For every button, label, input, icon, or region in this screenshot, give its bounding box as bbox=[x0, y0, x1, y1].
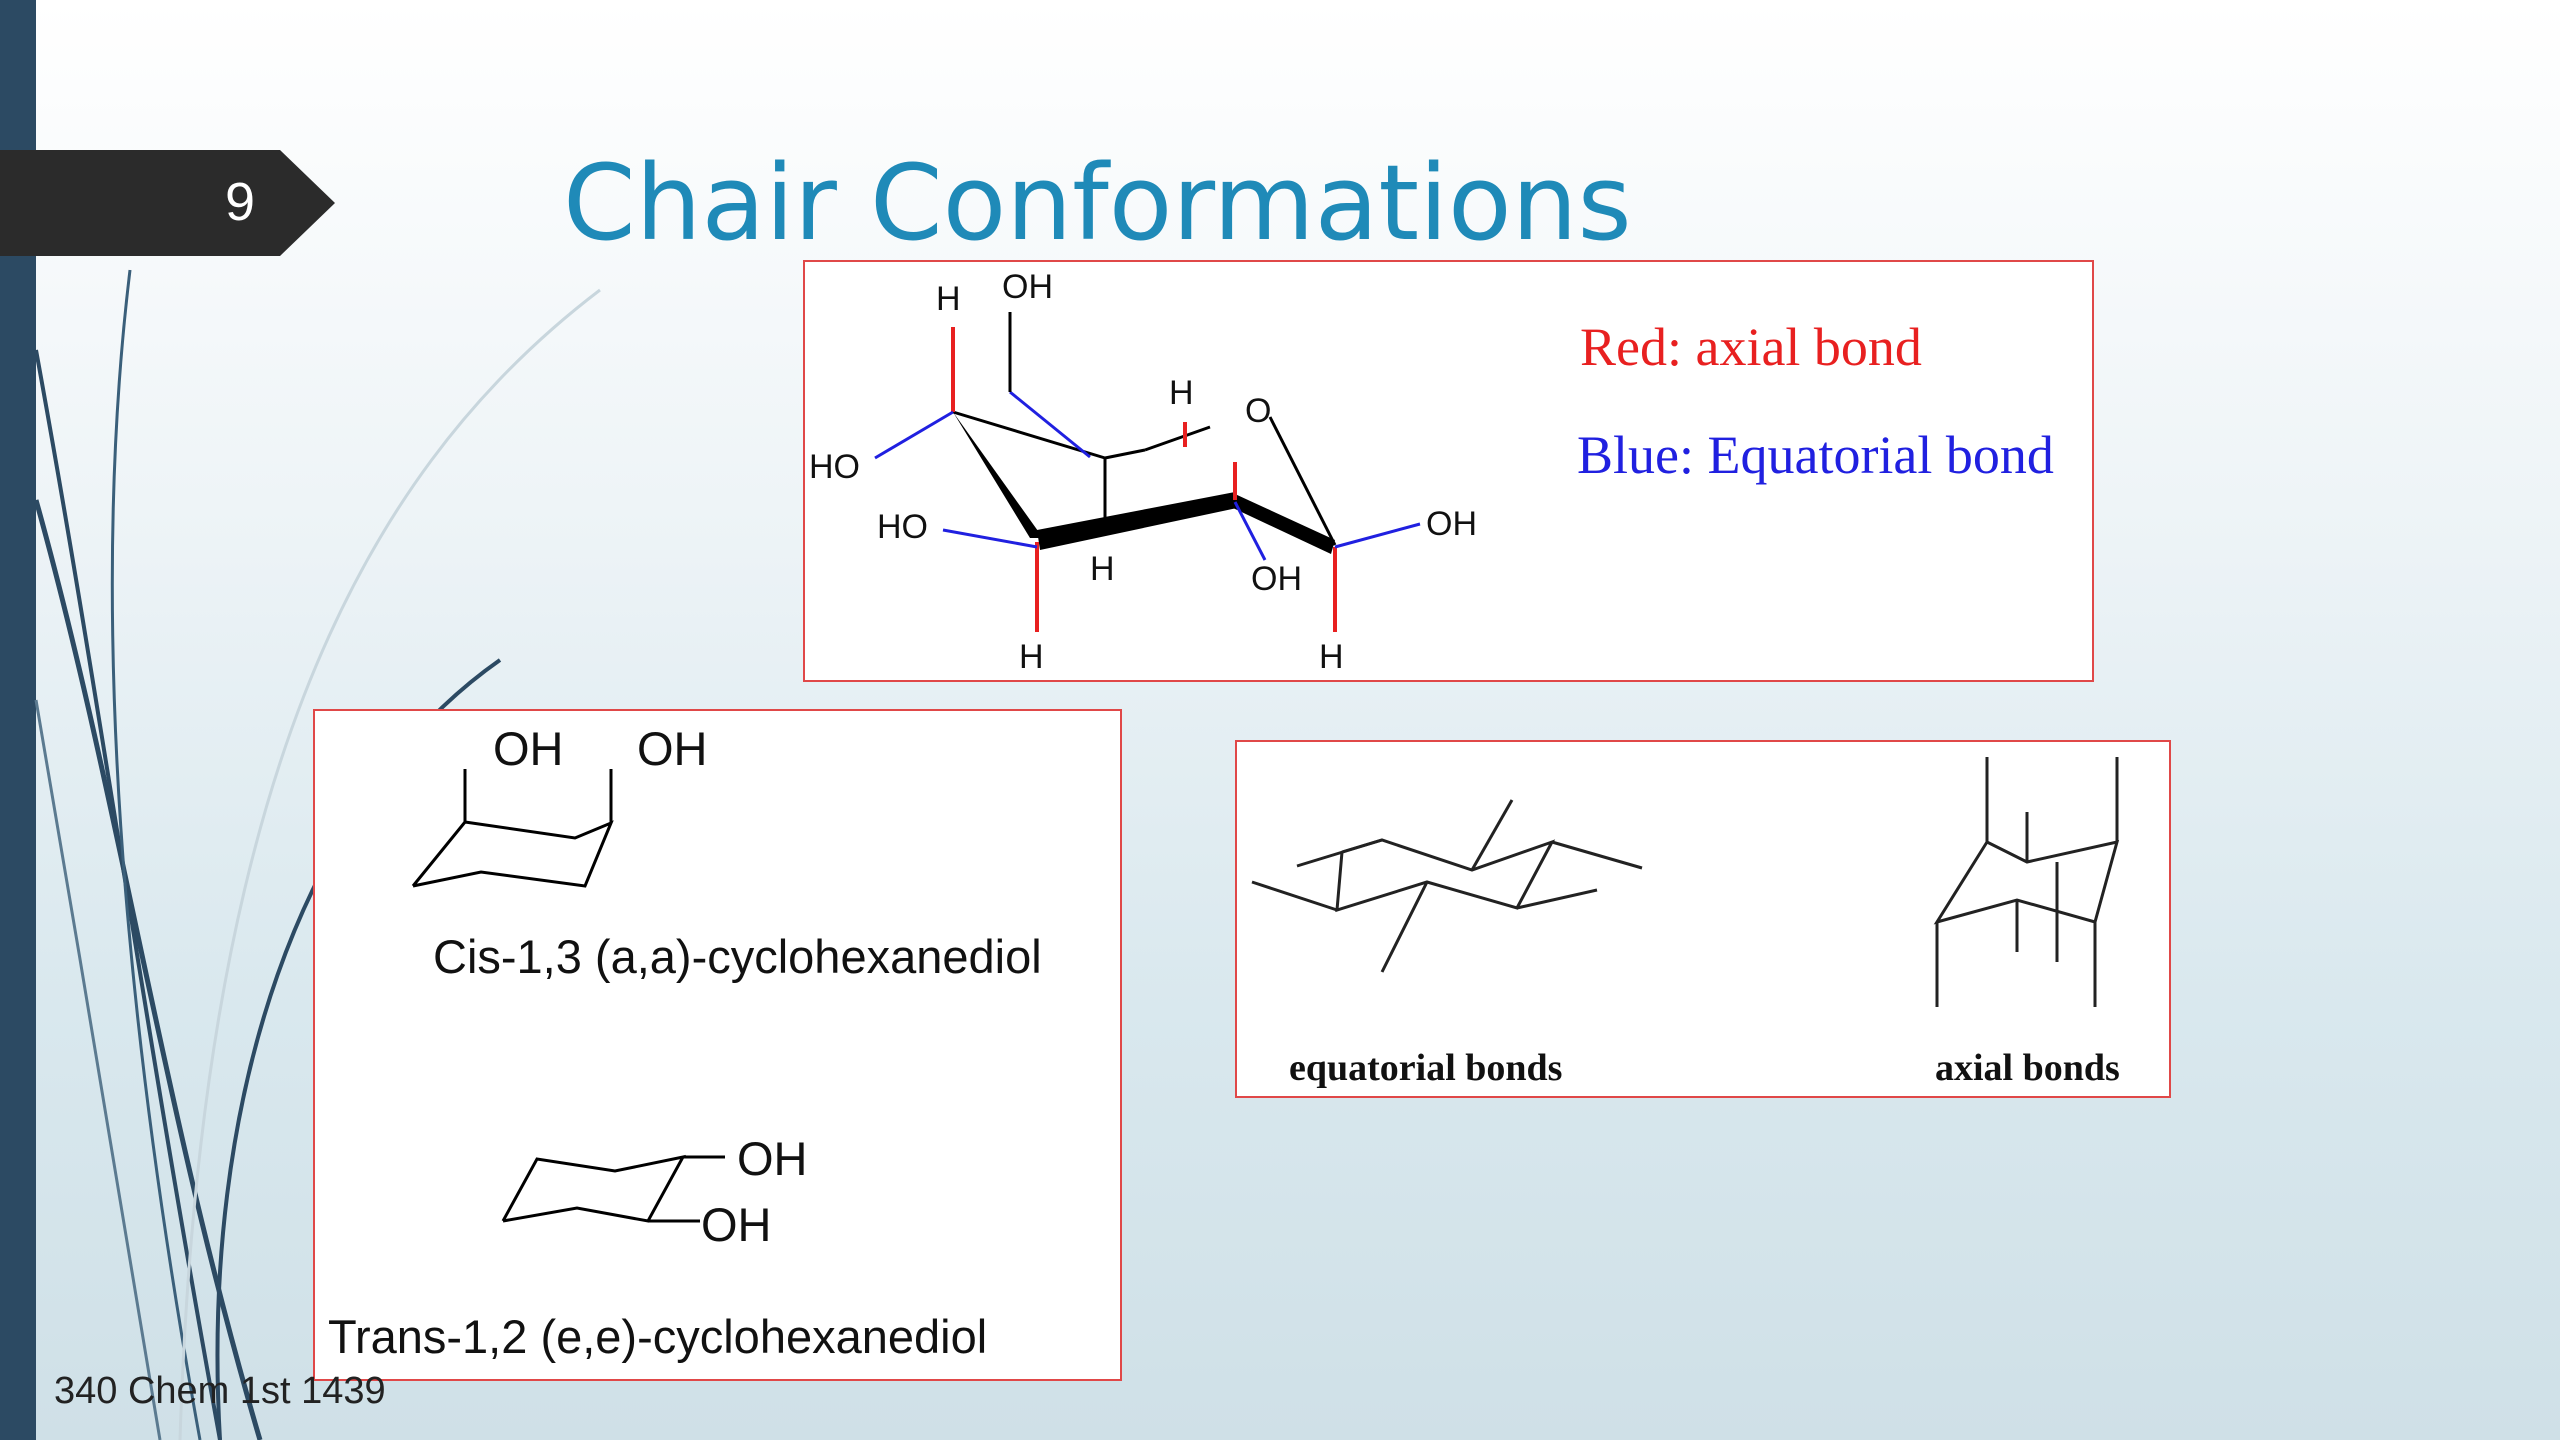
slide-footer: 340 Chem 1st 1439 bbox=[54, 1370, 386, 1412]
atom-o-ring: O bbox=[1245, 392, 1272, 430]
atom-oh-top: OH bbox=[1002, 268, 1053, 306]
cyclohexanediol-chairs-redrawn bbox=[315, 711, 1120, 1379]
atom-ho-left: HO bbox=[809, 448, 860, 486]
atom-ho-left2: HO bbox=[877, 508, 928, 546]
atom-h-bottom-left: H bbox=[1019, 638, 1044, 676]
glucose-chair-structure bbox=[874, 312, 1421, 632]
equatorial-bonds-label: equatorial bonds bbox=[1289, 1047, 1563, 1089]
atom-oh-bottom: OH bbox=[1251, 560, 1302, 598]
atom-h-bottom-right: H bbox=[1319, 638, 1344, 676]
cis-caption: Cis-1,3 (a,a)-cyclohexanediol bbox=[433, 930, 1042, 983]
bond-types-panel: equatorial bonds axial bonds bbox=[1235, 740, 2171, 1098]
axial-bonds-label: axial bonds bbox=[1935, 1047, 2120, 1089]
atom-h-mid: H bbox=[1169, 374, 1194, 412]
legend-equatorial: Blue: Equatorial bond bbox=[1577, 425, 2054, 485]
atom-h-top: H bbox=[936, 280, 961, 318]
trans-caption: Trans-1,2 (e,e)-cyclohexanediol bbox=[328, 1310, 988, 1363]
cyclohexanediol-panel: OH OH Cis-1,3 (a,a)-cyclohexanediol OH O… bbox=[313, 709, 1122, 1381]
atom-oh-right: OH bbox=[1426, 505, 1477, 543]
glucose-chair-panel: H OH H O HO HO OH H OH H H Red: axial bo… bbox=[803, 260, 2094, 682]
trans-oh-1: OH bbox=[737, 1132, 808, 1185]
atom-h-bottom-mid: H bbox=[1090, 550, 1115, 588]
legend-axial: Red: axial bond bbox=[1580, 317, 1922, 377]
bond-types-diagrams bbox=[1251, 757, 2120, 1007]
cis-oh-1: OH bbox=[493, 722, 564, 775]
slide-number: 9 bbox=[224, 172, 256, 232]
slide-number-tab bbox=[0, 150, 335, 256]
cis-oh-2: OH bbox=[637, 722, 708, 775]
trans-oh-2: OH bbox=[701, 1198, 772, 1251]
slide-title: Chair Conformations bbox=[563, 142, 1632, 264]
